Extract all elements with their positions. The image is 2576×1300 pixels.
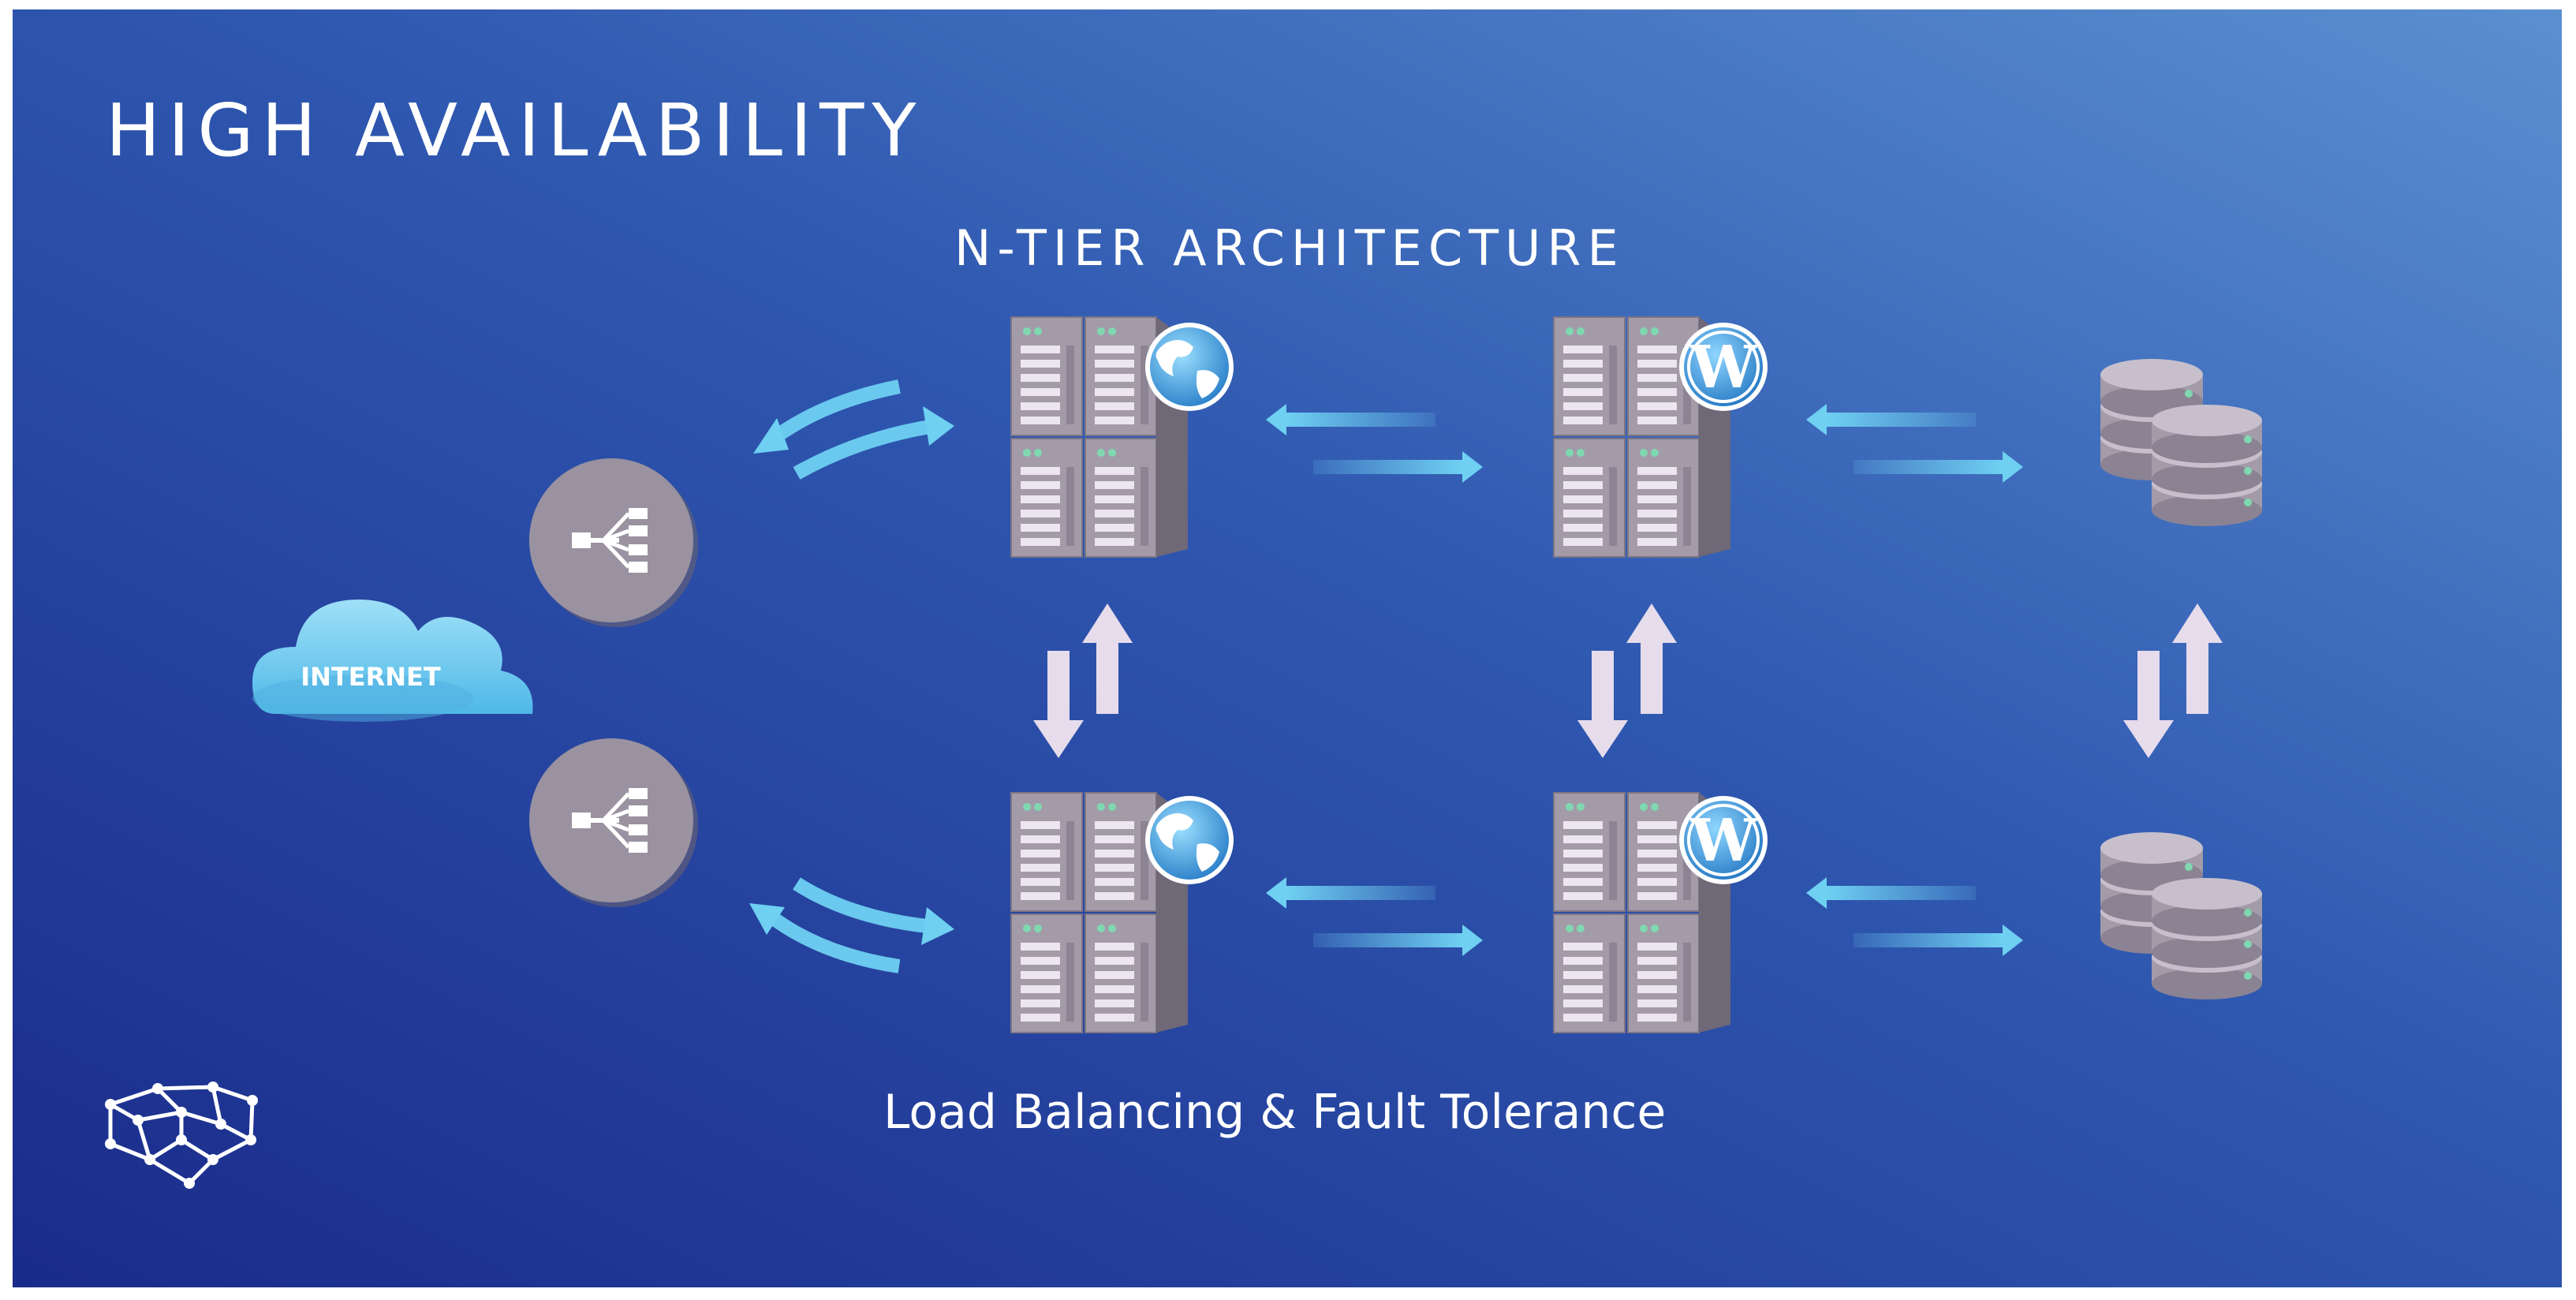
arrow-app-to-web-bottom xyxy=(1266,877,1435,909)
internet-label: INTERNET xyxy=(301,662,441,692)
app-server-top xyxy=(1553,316,1730,558)
svg-text:W: W xyxy=(1689,807,1757,875)
brain-logo-icon xyxy=(105,1081,258,1189)
curve-arrow-top-out xyxy=(793,406,954,480)
replication-arrows-db xyxy=(2123,603,2223,758)
curve-arrow-bottom-out xyxy=(793,877,954,945)
diagram-subtitle: N-TIER ARCHITECTURE xyxy=(954,219,1625,277)
load-balancer-top xyxy=(529,458,698,627)
replication-arrows-app xyxy=(1577,603,1677,758)
curve-arrow-top-in xyxy=(753,379,901,454)
load-balancer-bottom xyxy=(529,738,698,907)
arrow-web-to-app-bottom xyxy=(1313,925,1483,956)
arrow-app-to-web-top xyxy=(1266,404,1435,435)
diagram-caption: Load Balancing & Fault Tolerance xyxy=(883,1085,1667,1140)
wordpress-icon: W xyxy=(1679,323,1768,411)
replication-arrows-web xyxy=(1033,603,1133,758)
arrow-app-to-db-bottom xyxy=(1854,925,2023,956)
database-top xyxy=(2100,359,2262,526)
globe-icon xyxy=(1145,323,1234,411)
svg-text:W: W xyxy=(1689,334,1757,402)
wordpress-icon: W xyxy=(1679,796,1768,884)
internet-cloud: INTERNET xyxy=(252,600,533,722)
page-title: HIGH AVAILABILITY xyxy=(106,88,924,173)
arrow-db-to-app-top xyxy=(1806,404,1976,435)
curve-arrow-bottom-in xyxy=(749,903,901,973)
globe-icon xyxy=(1145,796,1234,884)
arrow-db-to-app-bottom xyxy=(1806,877,1976,909)
arrow-web-to-app-top xyxy=(1313,451,1483,483)
arrow-app-to-db-top xyxy=(1854,451,2023,483)
database-bottom xyxy=(2100,832,2262,999)
